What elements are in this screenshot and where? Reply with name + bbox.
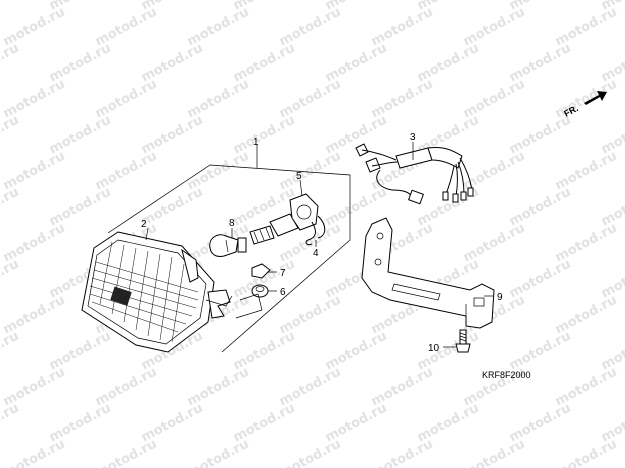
leader-2: [145, 227, 149, 241]
watermark-text: motod.ru: [0, 113, 22, 158]
watermark-text: motod.ru: [0, 41, 22, 86]
nut: [251, 263, 271, 279]
watermark-text: motod.ru: [277, 437, 344, 468]
mounting-bracket: [361, 217, 495, 329]
watermark-text: motod.ru: [0, 185, 22, 230]
callout-7: 7: [280, 268, 286, 279]
callout-10: 10: [428, 343, 440, 354]
taillight-lens: [81, 231, 233, 353]
bolt: [455, 329, 471, 353]
watermark-text: motod.ru: [553, 437, 620, 468]
watermark-text: motod.ru: [0, 257, 22, 302]
callout-8: 8: [229, 218, 235, 229]
watermark-text: motod.ru: [461, 437, 528, 468]
callout-2: 2: [141, 219, 147, 230]
bulb-socket: [249, 193, 319, 245]
callout-5: 5: [296, 171, 302, 182]
callout-1: 1: [253, 137, 259, 148]
socket-wires: [305, 215, 326, 245]
leader-5: [299, 179, 303, 197]
callout-9: 9: [497, 292, 503, 303]
watermark-text: motod.ru: [0, 401, 22, 446]
front-arrow-icon: [584, 91, 607, 105]
wire-harness: [355, 143, 474, 205]
watermark-text: motod.ru: [1, 437, 68, 468]
assembly-outline: [107, 164, 351, 353]
watermark-text: motod.ru: [0, 329, 22, 374]
callout-4: 4: [313, 248, 319, 259]
watermark-text: motod.ru: [93, 437, 160, 468]
callout-3: 3: [410, 132, 416, 143]
bulb: [209, 234, 247, 257]
drawing-code: KRF8F2000: [482, 370, 531, 380]
lead-wire-bracket: [235, 293, 263, 319]
callout-6: 6: [280, 287, 286, 298]
watermark-text: motod.ru: [369, 437, 436, 468]
watermark-text: motod.ru: [0, 0, 22, 14]
watermark-text: motod.ru: [185, 437, 252, 468]
